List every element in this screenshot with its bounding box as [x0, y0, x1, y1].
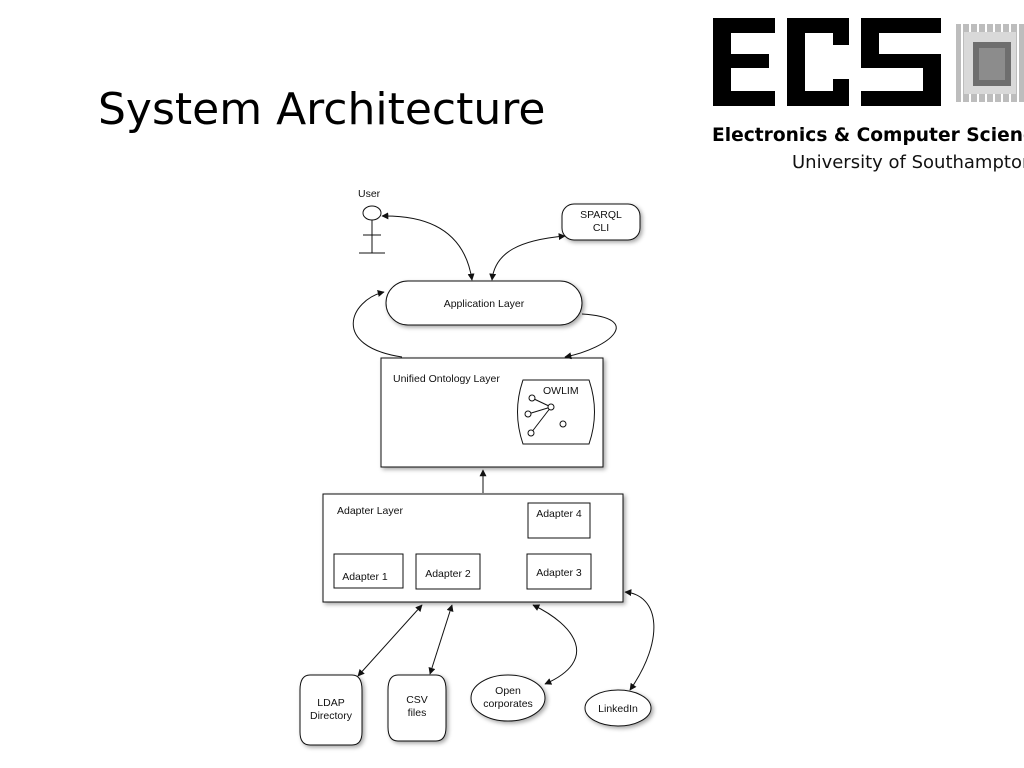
adapter-1-label: Adapter 1 [342, 571, 388, 583]
logo-department-name: Electronics & Computer Science [712, 124, 1024, 146]
sparql-cli-node: SPARQL CLI [561, 203, 641, 241]
ontology-layer-label: Unified Ontology Layer [393, 373, 500, 385]
ecs-logo-letters [713, 18, 941, 106]
linkedin-label: LinkedIn [598, 703, 638, 715]
directory-label: Directory [310, 710, 353, 722]
edge-linkedin-adapter [624, 589, 655, 691]
user-head-icon [362, 205, 382, 221]
open-label: Open [495, 685, 521, 697]
edge-ldap-adapter [357, 604, 423, 677]
owlim-store: OWLIM [517, 379, 595, 445]
chip-icon [956, 18, 1024, 108]
files-label: files [408, 707, 427, 719]
adapter-2-box [415, 553, 481, 590]
ontology-layer-node: Unified Ontology Layer OWLIM [380, 357, 604, 468]
owlim-graph-icon [524, 394, 567, 437]
adapter-1-box [333, 553, 404, 589]
edge-ontology-application [352, 290, 403, 358]
edge-user-application [381, 212, 475, 281]
cli-label: CLI [593, 222, 609, 234]
adapter-4-box [527, 502, 591, 539]
adapter-2-label: Adapter 2 [425, 568, 471, 580]
ldap-label: LDAP [317, 697, 344, 709]
open-corporates-node: Open corporates [470, 674, 546, 722]
csv-label: CSV [406, 694, 428, 706]
logo-university-name: University of Southampton [792, 152, 1024, 173]
application-layer-label: Application Layer [444, 298, 525, 310]
adapter-3-box [526, 553, 592, 590]
adapter-layer-node: Adapter Layer Adapter 4 Adapter 1 Adapte… [322, 493, 624, 603]
slide-title: System Architecture [98, 84, 546, 135]
adapter-4-label: Adapter 4 [536, 508, 582, 520]
sparql-label: SPARQL [580, 209, 622, 221]
ldap-directory-node: LDAP Directory [299, 674, 363, 746]
edge-csv-adapter [428, 604, 454, 675]
owlim-label: OWLIM [543, 385, 579, 397]
corporates-label: corporates [483, 698, 533, 710]
adapter-3-label: Adapter 3 [536, 567, 582, 579]
csv-files-node: CSV files [387, 674, 447, 742]
edge-application-ontology [564, 313, 617, 360]
application-layer-node: Application Layer [385, 280, 583, 326]
user-label: User [358, 188, 381, 200]
adapter-layer-label: Adapter Layer [337, 505, 403, 517]
user-actor: User [358, 188, 385, 254]
edge-opencorporates-adapter [532, 604, 578, 685]
edge-sparql-application [489, 233, 566, 281]
linkedin-node: LinkedIn [584, 689, 652, 727]
connectors [352, 212, 655, 691]
